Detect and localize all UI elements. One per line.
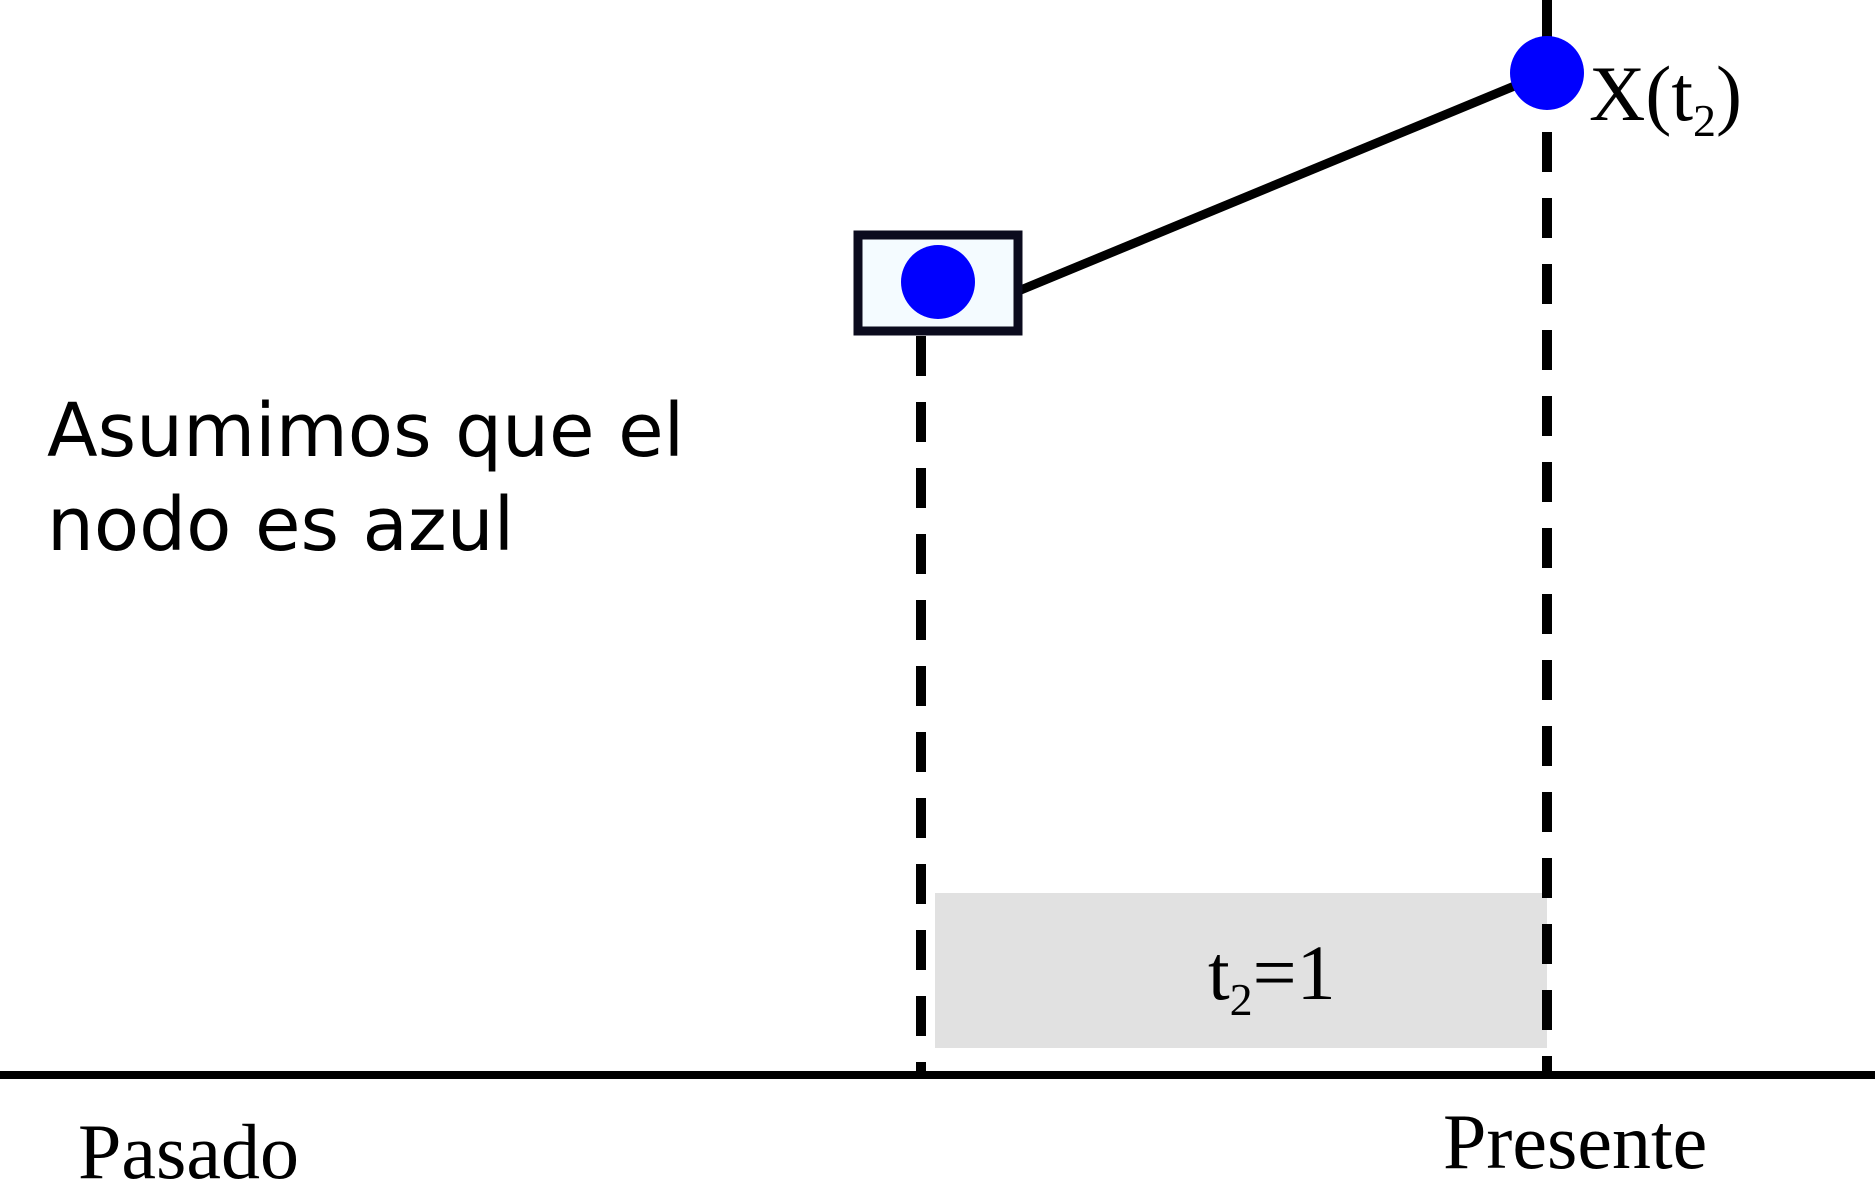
edge-line: [1014, 68, 1548, 297]
past-node-dot: [901, 245, 975, 319]
interval-shading: [935, 893, 1547, 1048]
present-axis-label: Presente: [1443, 1098, 1707, 1182]
assumption-note-line-1: Asumimos que el: [47, 388, 684, 474]
present-node-dot: [1510, 36, 1584, 110]
interval-label: t2=1: [1208, 929, 1336, 1025]
assumption-note-line-2: nodo es azul: [47, 482, 514, 568]
past-axis-label: Pasado: [78, 1108, 299, 1182]
present-node-label: X(t2): [1589, 50, 1742, 146]
